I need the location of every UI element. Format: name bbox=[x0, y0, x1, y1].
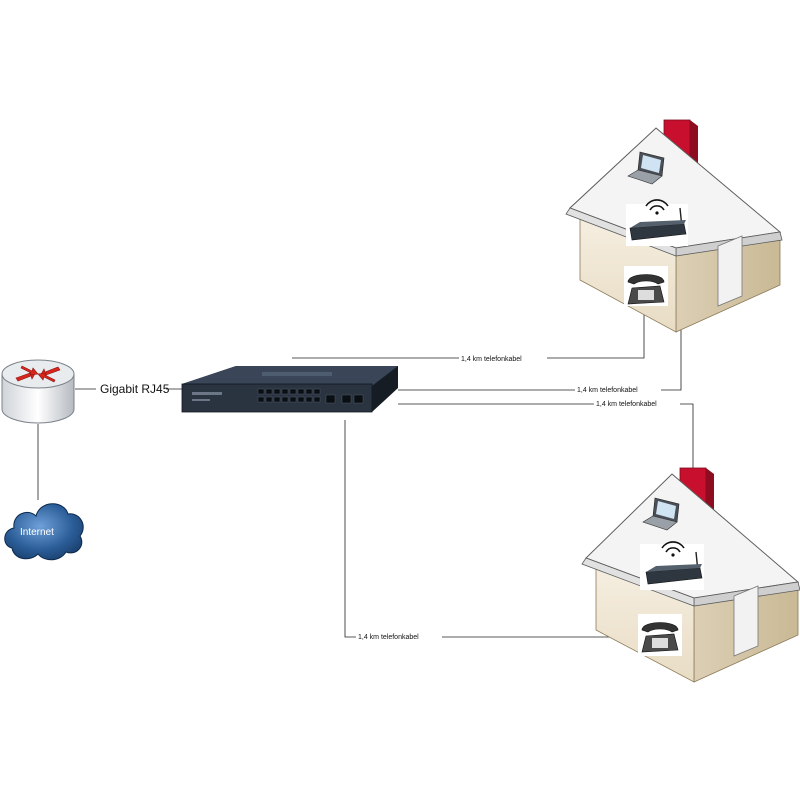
telephone-icon bbox=[624, 266, 668, 306]
door bbox=[717, 235, 743, 307]
uplink-label: Gigabit RJ45 bbox=[100, 382, 170, 396]
wireless-router-icon bbox=[640, 541, 704, 590]
house-1 bbox=[565, 119, 783, 333]
cable-link-4: 1,4 km telefonkabel bbox=[344, 420, 650, 641]
cable-label-4: 1,4 km telefonkabel bbox=[358, 634, 419, 641]
cable-label-2: 1,4 km telefonkabel bbox=[577, 387, 638, 394]
house-2 bbox=[581, 467, 800, 683]
door bbox=[733, 585, 759, 657]
laptop-icon bbox=[627, 151, 665, 185]
wireless-router-icon bbox=[626, 199, 688, 246]
ethernet-switch-icon bbox=[181, 366, 398, 413]
cloud-icon bbox=[4, 503, 84, 561]
laptop-icon bbox=[642, 497, 680, 531]
cable-label-1: 1,4 km telefonkabel bbox=[461, 356, 522, 363]
cloud-label: Internet bbox=[20, 527, 54, 538]
cable-link-1: 1,4 km telefonkabel bbox=[292, 305, 645, 363]
cable-label-3: 1,4 km telefonkabel bbox=[596, 401, 657, 408]
router-icon bbox=[1, 359, 75, 424]
telephone-icon bbox=[638, 614, 682, 656]
